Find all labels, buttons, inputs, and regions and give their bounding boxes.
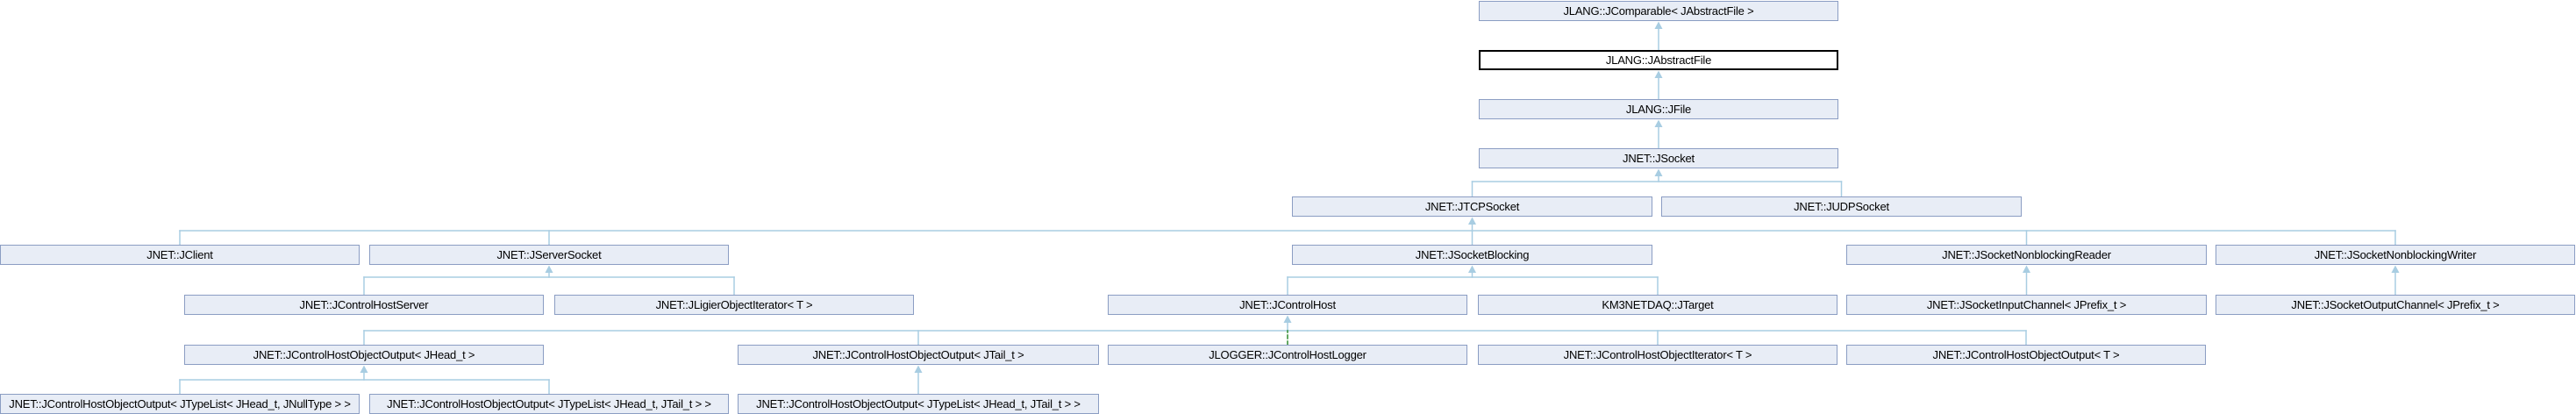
class-node-jsocketinputchannel[interactable]: JNET::JSocketInputChannel< JPrefix_t > [1846, 295, 2207, 315]
class-node-jcontrolhostlogger[interactable]: JLOGGER::JControlHostLogger [1108, 345, 1467, 365]
class-node-jsocketnonblockingreader[interactable]: JNET::JSocketNonblockingReader [1846, 245, 2207, 265]
class-node-jtcpsocket[interactable]: JNET::JTCPSocket [1292, 196, 1652, 217]
class-node-choo_typelist_tail_left[interactable]: JNET::JControlHostObjectOutput< JTypeLis… [369, 394, 729, 414]
class-node-jsocketoutputchannel[interactable]: JNET::JSocketOutputChannel< JPrefix_t > [2216, 295, 2575, 315]
arrowhead-icon [1654, 70, 1663, 78]
class-node-jsocketnonblockingwriter[interactable]: JNET::JSocketNonblockingWriter [2216, 245, 2575, 265]
arrowhead-icon [1654, 168, 1663, 176]
class-node-abstractfile[interactable]: JLANG::JAbstractFile [1479, 50, 1838, 70]
arrowhead-icon [2023, 265, 2030, 273]
class-node-choo_t[interactable]: JNET::JControlHostObjectOutput< T > [1846, 345, 2206, 365]
class-node-jserversocket[interactable]: JNET::JServerSocket [369, 245, 729, 265]
class-node-jligierobjectiterator[interactable]: JNET::JLigierObjectIterator< T > [554, 295, 914, 315]
class-node-jsocket[interactable]: JNET::JSocket [1479, 148, 1838, 168]
class-node-comparable[interactable]: JLANG::JComparable< JAbstractFile > [1479, 1, 1838, 21]
arrowhead-icon [545, 265, 553, 273]
arrowhead-icon [1654, 119, 1663, 127]
arrowhead-icon [1283, 315, 1292, 323]
arrowhead-icon [914, 365, 923, 373]
class-node-jcontrolhostserver[interactable]: JNET::JControlHostServer [184, 295, 544, 315]
class-node-choo_typelist_nulltype[interactable]: JNET::JControlHostObjectOutput< JTypeLis… [0, 394, 360, 414]
arrowhead-icon [360, 365, 368, 373]
class-node-jcontrolhost[interactable]: JNET::JControlHost [1108, 295, 1467, 315]
arrowhead-icon [1468, 265, 1476, 273]
class-node-judpsocket[interactable]: JNET::JUDPSocket [1661, 196, 2022, 217]
class-node-choi_t[interactable]: JNET::JControlHostObjectIterator< T > [1478, 345, 1837, 365]
arrowhead-icon [2391, 265, 2400, 273]
class-node-jtarget[interactable]: KM3NETDAQ::JTarget [1478, 295, 1837, 315]
arrowhead-icon [1468, 217, 1476, 225]
class-node-choo_typelist_tail_right[interactable]: JNET::JControlHostObjectOutput< JTypeLis… [738, 394, 1099, 414]
class-node-jsocketblocking[interactable]: JNET::JSocketBlocking [1292, 245, 1652, 265]
arrowhead-icon [1654, 21, 1663, 29]
class-node-jfile[interactable]: JLANG::JFile [1479, 99, 1838, 119]
class-node-choo_jtail[interactable]: JNET::JControlHostObjectOutput< JTail_t … [738, 345, 1099, 365]
class-node-jclient[interactable]: JNET::JClient [0, 245, 360, 265]
class-node-choo_jhead[interactable]: JNET::JControlHostObjectOutput< JHead_t … [184, 345, 544, 365]
